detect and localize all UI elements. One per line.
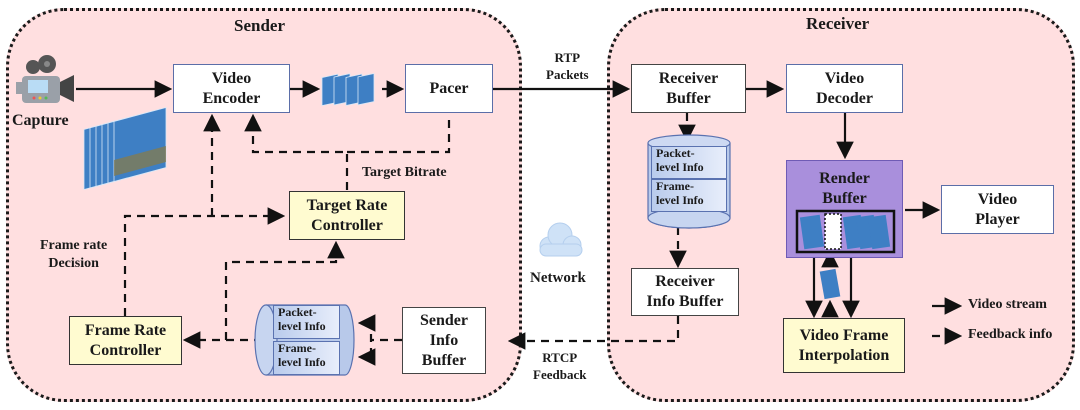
network-label: Network: [530, 270, 586, 286]
video-decoder-box: Video Decoder: [786, 64, 903, 113]
sender-info-buffer-box: Sender Info Buffer: [402, 307, 486, 374]
target-rate-controller-box: Target Rate Controller: [289, 191, 405, 240]
legend-feedback-info: Feedback info: [968, 327, 1053, 342]
rtcp-feedback-line: [507, 316, 680, 350]
sender-db-frame-cell: Frame- level Info: [273, 341, 340, 375]
interpolated-frame-icon: [819, 268, 841, 300]
frame-rate-decision-label: Frame rate Decision: [40, 238, 108, 272]
video-frame-interpolation-box: Video Frame Interpolation: [783, 318, 905, 373]
receiver-db-frame-cell: Frame- level Info: [651, 179, 727, 212]
db-to-target-rate-feedback: [224, 240, 345, 340]
sender-title: Sender: [234, 16, 285, 35]
receiver-db-packet-cell: Packet- level Info: [651, 146, 727, 179]
receiver-buffer-box: Receiver Buffer: [631, 64, 746, 113]
cloud-icon: [539, 222, 583, 257]
camera-icon: [16, 55, 74, 103]
legend-video-stream: Video stream: [968, 297, 1047, 312]
target-bitrate-label: Target Bitrate: [362, 165, 447, 180]
rtcp-feedback-label: RTCP Feedback: [533, 350, 587, 382]
render-buffer-box: Render Buffer: [786, 160, 903, 258]
target-to-encoder-feedback: [244, 113, 349, 190]
pacer-box: Pacer: [405, 64, 493, 113]
sender-db-packet-cell: Packet- level Info: [273, 305, 340, 339]
receiver-title: Receiver: [806, 14, 870, 33]
video-player-box: Video Player: [941, 185, 1054, 234]
frame-stack-icon: [83, 107, 167, 190]
frame-rate-decision-feedback: [123, 207, 286, 316]
target-to-pacer-feedback: [347, 116, 451, 154]
rtp-packets-label: RTP Packets: [546, 50, 589, 82]
capture-label: Capture: [12, 112, 69, 129]
receiver-info-buffer-box: Receiver Info Buffer: [631, 268, 739, 316]
encoded-frames-icon: [321, 73, 375, 107]
frame-rate-controller-box: Frame Rate Controller: [69, 316, 182, 365]
video-encoder-box: Video Encoder: [173, 64, 290, 113]
